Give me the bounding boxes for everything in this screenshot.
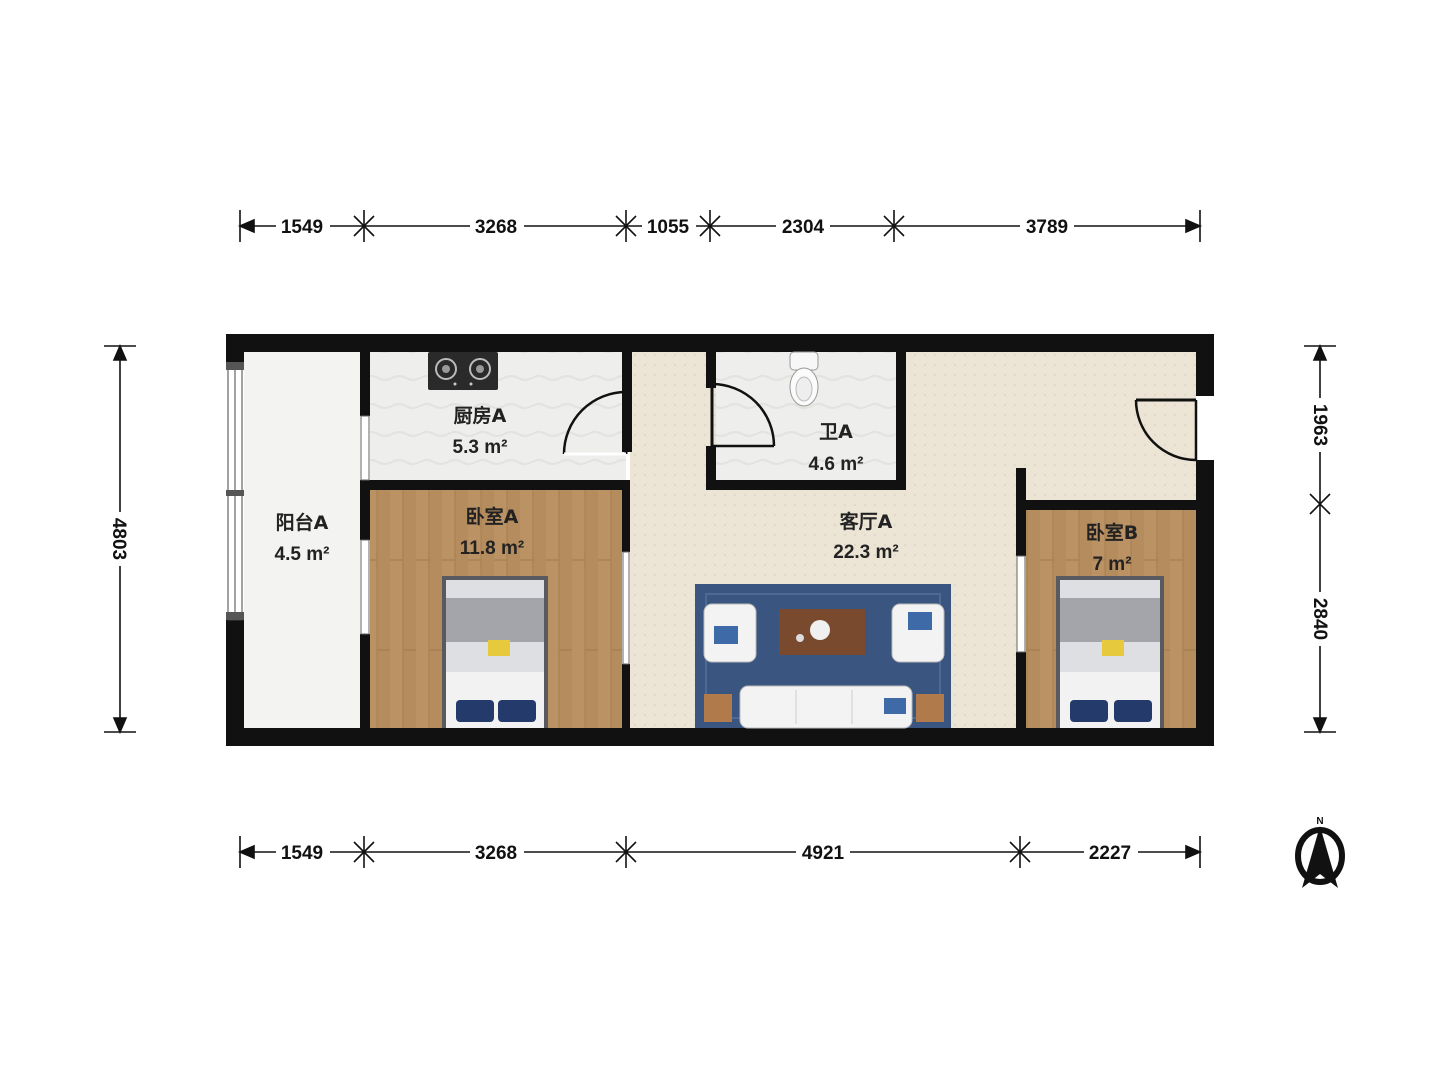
bathroom-name: 卫A	[819, 421, 853, 443]
living-area: 22.3 m²	[833, 542, 898, 563]
balcony-name: 阳台A	[276, 511, 329, 534]
dimension-right-labels: 1963 2840	[1308, 398, 1332, 646]
bed-b	[1056, 576, 1164, 728]
dim-top-2: 3268	[475, 217, 517, 238]
dim-right-2: 2840	[1309, 598, 1330, 640]
coffee-table	[779, 609, 865, 655]
doors	[562, 382, 1198, 462]
bedroom-a-name: 卧室A	[466, 505, 519, 528]
interior-windows	[360, 415, 1026, 665]
bedroom-b-area: 7 m²	[1092, 554, 1131, 575]
kitchen-door[interactable]	[562, 390, 628, 456]
dim-bottom-1: 1549	[281, 843, 323, 864]
kitchen-name: 厨房A	[454, 404, 507, 427]
sofa	[704, 685, 944, 729]
dim-top-1: 1549	[281, 217, 323, 238]
entrance-door[interactable]	[1134, 398, 1198, 462]
dim-top-5: 3789	[1026, 217, 1068, 238]
balcony-floor	[244, 352, 360, 728]
north-compass-icon: N	[1295, 816, 1345, 888]
dim-top-4: 2304	[782, 217, 825, 238]
bathroom-door[interactable]	[710, 382, 776, 448]
dimension-bottom-labels: 1549 3268 4921 2227	[276, 840, 1138, 864]
dim-bottom-3: 4921	[802, 843, 845, 864]
bedroom-a-area: 11.8 m²	[460, 538, 524, 559]
dim-bottom-2: 3268	[475, 843, 517, 864]
toilet	[789, 351, 819, 407]
room-labels: 阳台A 4.5 m² 厨房A 5.3 m² 卫A 4.6 m² 卧室A 11.8…	[275, 404, 1139, 575]
stove	[428, 352, 498, 390]
walls	[226, 334, 1214, 746]
dimension-left-label: 4803	[108, 512, 132, 566]
bathroom-area: 4.6 m²	[809, 454, 864, 475]
bed-a	[442, 576, 548, 728]
kitchen-area: 5.3 m²	[453, 437, 508, 458]
compass-label: N	[1316, 816, 1323, 827]
balcony-area: 4.5 m²	[275, 544, 330, 565]
dim-left-1: 4803	[108, 518, 129, 560]
dimension-bottom	[237, 836, 1203, 868]
dim-bottom-4: 2227	[1089, 843, 1131, 864]
armchairs	[703, 603, 945, 663]
balcony-window	[226, 362, 244, 621]
bedroom-b-name: 卧室B	[1086, 521, 1138, 544]
dimension-top-labels: 1549 3268 1055 2304 3789	[276, 214, 1074, 238]
dim-right-1: 1963	[1309, 404, 1330, 446]
dim-top-3: 1055	[647, 217, 690, 238]
living-name: 客厅A	[840, 510, 893, 533]
